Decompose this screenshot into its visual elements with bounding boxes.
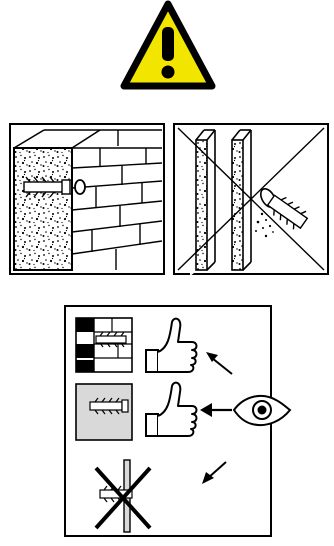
thin-board-anchor-crossed-icon [94,459,152,533]
brick-wall-anchor-icon [75,317,133,373]
eye-icon [232,394,292,426]
cross-line-2 [177,127,325,271]
warning-triangle-icon [120,0,216,90]
arrow-icon [200,403,232,417]
arrow-icon [206,352,233,375]
plasterboard-panel [173,123,329,276]
loose-anchor-icon [255,188,309,238]
board-anchor-icon [75,383,133,441]
wall-anchor-icon [23,176,71,198]
thumbs-up-icon [145,317,198,373]
solid-wall-panel [9,123,165,275]
arrow-icon [202,461,227,484]
thumbs-up-icon [145,381,198,437]
guide-panel [64,305,292,537]
